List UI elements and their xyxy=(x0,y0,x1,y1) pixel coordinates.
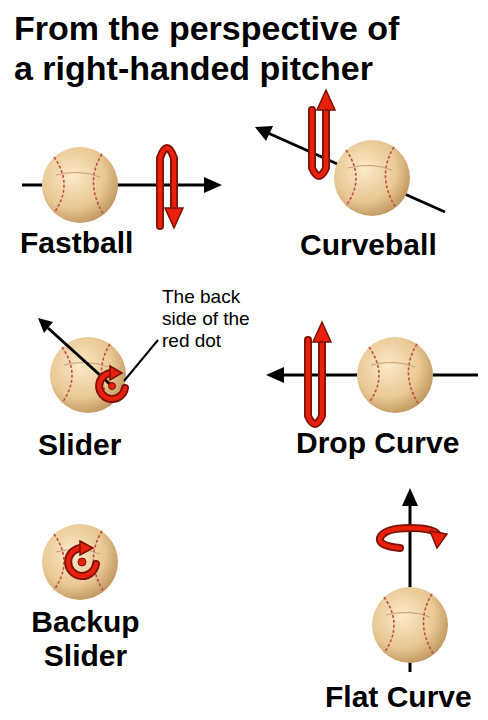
callout-note: The back side of the red dot xyxy=(162,286,270,352)
pitch-name: Backup Slider xyxy=(18,605,153,673)
diagram-title: From the perspective of a right-handed p… xyxy=(14,8,414,88)
pitch-name: Drop Curve xyxy=(296,426,481,460)
flat-curve-figure xyxy=(372,488,448,672)
pitch-name: Curveball xyxy=(300,228,475,262)
pitch-name: Flat Curve xyxy=(325,680,485,714)
pitch-name: Fastball xyxy=(20,226,180,260)
drop-curve-figure xyxy=(266,322,478,424)
fastball-figure xyxy=(22,147,222,228)
backup-slider-figure xyxy=(42,524,118,600)
curveball-figure xyxy=(255,90,445,216)
pitch-name: Slider xyxy=(38,428,168,462)
slider-figure xyxy=(38,318,158,413)
